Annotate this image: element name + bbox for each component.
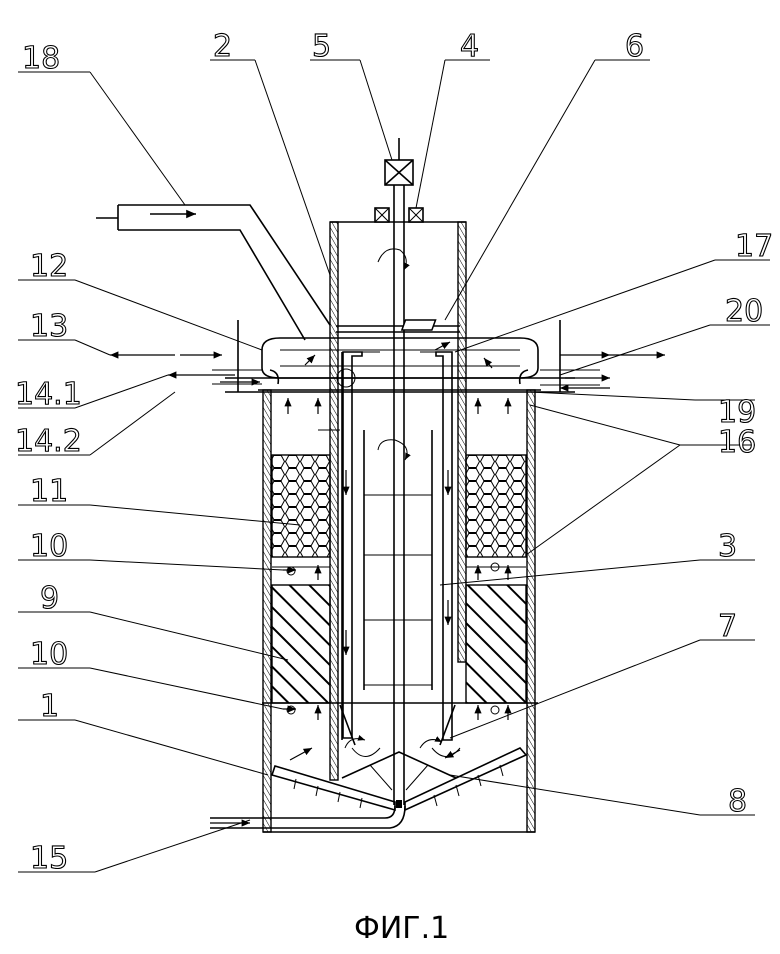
hatched-bed [262, 567, 538, 703]
label-18: 18 [22, 41, 60, 76]
label-16: 16 [718, 425, 756, 460]
label-20: 20 [725, 294, 763, 329]
label-12: 12 [30, 249, 68, 284]
label-11: 11 [30, 474, 68, 509]
inlet-pipe-18 [96, 205, 330, 340]
honeycomb-packing [272, 455, 526, 557]
label-7: 7 [718, 609, 737, 644]
label-13: 13 [30, 309, 68, 344]
label-6: 6 [625, 29, 644, 64]
central-shaft [375, 138, 423, 808]
label-10-lower: 10 [30, 637, 68, 672]
hopper-cone [340, 705, 456, 790]
top-header [225, 320, 575, 392]
label-1: 1 [40, 689, 59, 724]
label-15: 15 [30, 841, 68, 876]
downcomer-pipes [342, 320, 452, 740]
label-5: 5 [312, 29, 331, 64]
riser-column [330, 222, 466, 780]
figure-caption: ФИГ.1 [354, 911, 449, 946]
inlet-pipe-15 [210, 806, 405, 828]
label-2: 2 [213, 29, 232, 64]
label-3: 3 [718, 529, 737, 564]
label-10-upper: 10 [30, 529, 68, 564]
side-nozzles [110, 355, 665, 388]
label-8: 8 [728, 784, 747, 819]
label-14-2: 14.2 [15, 424, 82, 459]
label-4: 4 [460, 29, 479, 64]
label-9: 9 [40, 581, 59, 616]
label-14-1: 14.1 [15, 377, 82, 412]
label-17: 17 [735, 229, 773, 264]
